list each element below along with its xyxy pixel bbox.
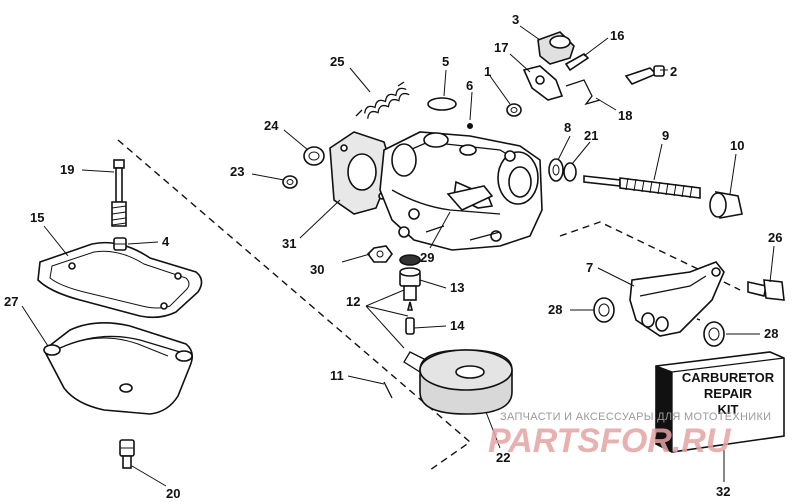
part-1-washer xyxy=(506,103,522,117)
watermark-caption: ЗАПЧАСТИ И АКСЕССУАРЫ ДЛЯ МОТОТЕХНИКИ xyxy=(500,411,771,423)
part-9-adjust-needle xyxy=(583,175,701,199)
part-22-float xyxy=(403,349,513,415)
callout-12: 12 xyxy=(346,294,360,309)
callout-9: 9 xyxy=(662,128,669,143)
callout-22: 22 xyxy=(496,450,510,465)
part-28-bushing-right xyxy=(703,321,725,347)
part-17-choke-lever xyxy=(522,65,564,101)
callout-6: 6 xyxy=(466,78,473,93)
callout-29: 29 xyxy=(420,250,434,265)
callout-23: 23 xyxy=(230,164,244,179)
callout-19: 19 xyxy=(60,162,74,177)
part-20-drain-screw xyxy=(119,439,135,469)
callout-5: 5 xyxy=(442,54,449,69)
kit-line-1: CARBURETOR xyxy=(682,370,775,385)
callout-16: 16 xyxy=(610,28,624,43)
callout-2: 2 xyxy=(670,64,677,79)
callout-31: 31 xyxy=(282,236,296,251)
callout-28-right: 28 xyxy=(764,326,778,341)
callout-18: 18 xyxy=(618,108,632,123)
callout-32: 32 xyxy=(716,484,730,499)
callout-7: 7 xyxy=(586,260,593,275)
part-30-nut xyxy=(366,245,393,263)
callout-14: 14 xyxy=(450,318,465,333)
callout-26: 26 xyxy=(768,230,782,245)
callout-8: 8 xyxy=(564,120,571,135)
callout-21: 21 xyxy=(584,128,598,143)
part-28-bushing-left xyxy=(593,297,615,323)
callout-27: 27 xyxy=(4,294,18,309)
part-21-washer xyxy=(563,162,577,182)
part-24-oring xyxy=(303,146,325,166)
part-15-bowl-gasket xyxy=(37,241,203,319)
part-32-repair-kit-box: CARBURETOR REPAIR KIT xyxy=(655,351,785,453)
part-6-ball xyxy=(467,123,473,129)
callout-25: 25 xyxy=(330,54,344,69)
callout-13: 13 xyxy=(450,280,464,295)
callout-3: 3 xyxy=(512,12,519,27)
watermark: ЗАПЧАСТИ И АКСЕССУАРЫ ДЛЯ МОТОТЕХНИКИ PA… xyxy=(488,411,771,460)
callout-28-left: 28 xyxy=(548,302,562,317)
part-2-screw xyxy=(624,65,665,85)
part-25-spring xyxy=(355,81,410,119)
part-5-plug xyxy=(427,97,457,111)
part-11-float-pin xyxy=(383,381,393,399)
callout-30: 30 xyxy=(310,262,324,277)
part-18-link-rod xyxy=(565,79,601,106)
callout-labels: 3 16 17 1 2 18 5 6 25 24 23 31 8 21 9 10… xyxy=(4,12,782,501)
watermark-brand: PARTSFOR.RU xyxy=(488,422,732,460)
callout-11: 11 xyxy=(330,368,344,383)
leader-lines xyxy=(21,25,775,487)
part-27-float-bowl xyxy=(42,322,194,415)
part-3-cap xyxy=(537,31,575,65)
part-7-bracket xyxy=(629,261,725,337)
part-10-packing-nut xyxy=(709,191,743,219)
part-16-screw xyxy=(564,53,590,72)
callout-4: 4 xyxy=(162,234,170,249)
callout-1: 1 xyxy=(484,64,491,79)
part-29-throttle-lever xyxy=(446,185,494,211)
part-19-jet-screw xyxy=(111,159,127,227)
callout-17: 17 xyxy=(494,40,508,55)
part-31-flange-gasket xyxy=(329,131,393,215)
callout-20: 20 xyxy=(166,486,180,501)
part-4-nut xyxy=(113,237,127,251)
part-14-inlet-needle xyxy=(405,301,415,335)
part-26-bolt xyxy=(747,279,785,301)
kit-line-2: REPAIR xyxy=(704,386,753,401)
kit-line-3: KIT xyxy=(718,402,739,417)
callout-24: 24 xyxy=(264,118,279,133)
part-13-needle-seat xyxy=(399,254,421,301)
callout-15: 15 xyxy=(30,210,44,225)
part-23-oring xyxy=(282,175,298,189)
part-8-washer xyxy=(548,158,564,182)
callout-10: 10 xyxy=(730,138,744,153)
